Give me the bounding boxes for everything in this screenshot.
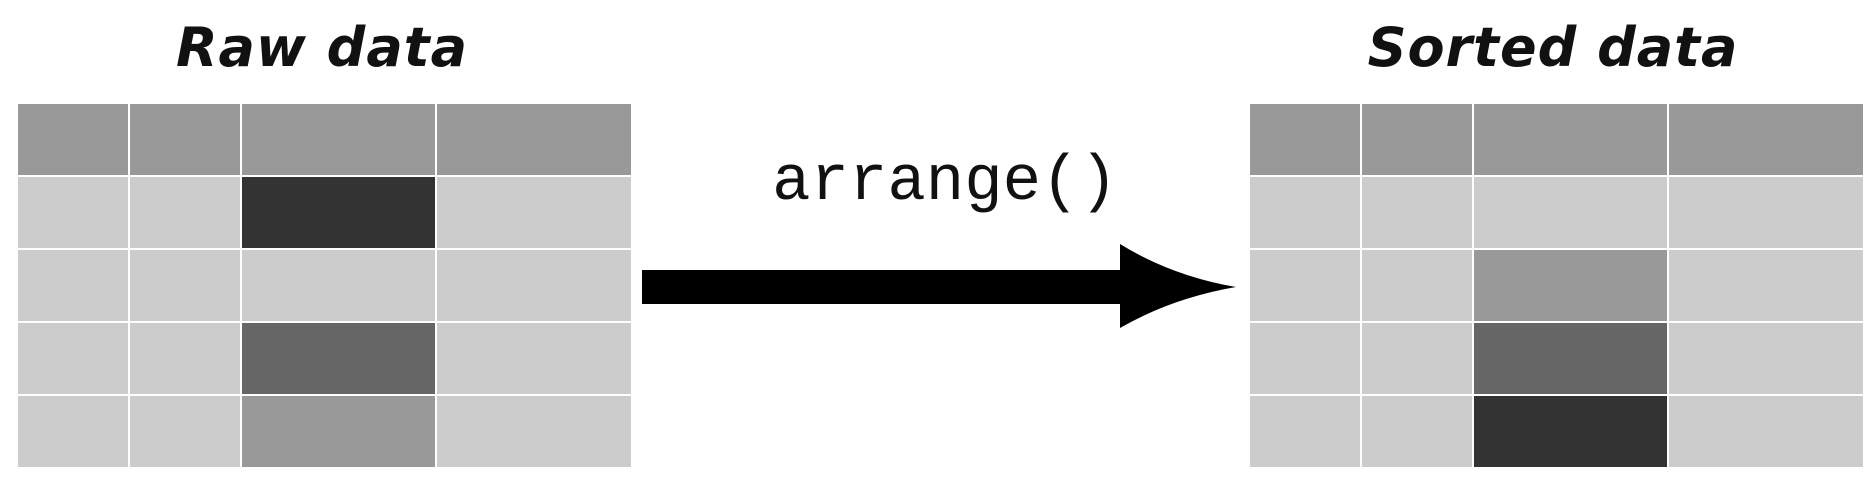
sorted-data-table <box>1250 104 1863 467</box>
table-cell <box>437 250 631 321</box>
table-cell <box>437 396 631 467</box>
sort-column-cell <box>242 323 435 394</box>
table-cell <box>1362 396 1472 467</box>
table-cell <box>437 323 631 394</box>
table-header-cell <box>1474 104 1667 175</box>
table-cell <box>1669 177 1863 248</box>
table-cell <box>1669 323 1863 394</box>
raw-data-title: Raw data <box>175 16 469 79</box>
raw-data-table <box>18 104 631 467</box>
table-cell <box>130 250 240 321</box>
table-cell <box>130 177 240 248</box>
table-header-cell <box>1669 104 1863 175</box>
table-cell <box>437 177 631 248</box>
table-cell <box>1362 177 1472 248</box>
sorted-data-title: Sorted data <box>1367 16 1739 79</box>
sort-column-cell <box>1474 323 1667 394</box>
arrow-head <box>1120 244 1236 328</box>
table-header-cell <box>242 104 435 175</box>
table-header-cell <box>1250 104 1360 175</box>
sort-column-cell <box>1474 396 1667 467</box>
table-cell <box>18 177 128 248</box>
sort-column-cell <box>242 396 435 467</box>
sort-column-cell <box>242 250 435 321</box>
arrange-function-label: arrange() <box>772 147 1118 219</box>
sort-column-cell <box>242 177 435 248</box>
sort-column-cell <box>1474 177 1667 248</box>
table-cell <box>18 323 128 394</box>
table-header-cell <box>1362 104 1472 175</box>
table-cell <box>130 396 240 467</box>
arrow-shaft <box>642 270 1128 304</box>
table-cell <box>130 323 240 394</box>
table-cell <box>1362 323 1472 394</box>
table-cell <box>1250 250 1360 321</box>
sort-column-cell <box>1474 250 1667 321</box>
table-cell <box>1250 396 1360 467</box>
table-cell <box>1669 250 1863 321</box>
table-cell <box>1250 323 1360 394</box>
table-header-cell <box>437 104 631 175</box>
table-cell <box>18 250 128 321</box>
table-cell <box>1250 177 1360 248</box>
table-cell <box>1669 396 1863 467</box>
table-header-cell <box>130 104 240 175</box>
table-header-cell <box>18 104 128 175</box>
table-cell <box>1362 250 1472 321</box>
right-arrow-icon <box>642 244 1236 328</box>
table-cell <box>18 396 128 467</box>
